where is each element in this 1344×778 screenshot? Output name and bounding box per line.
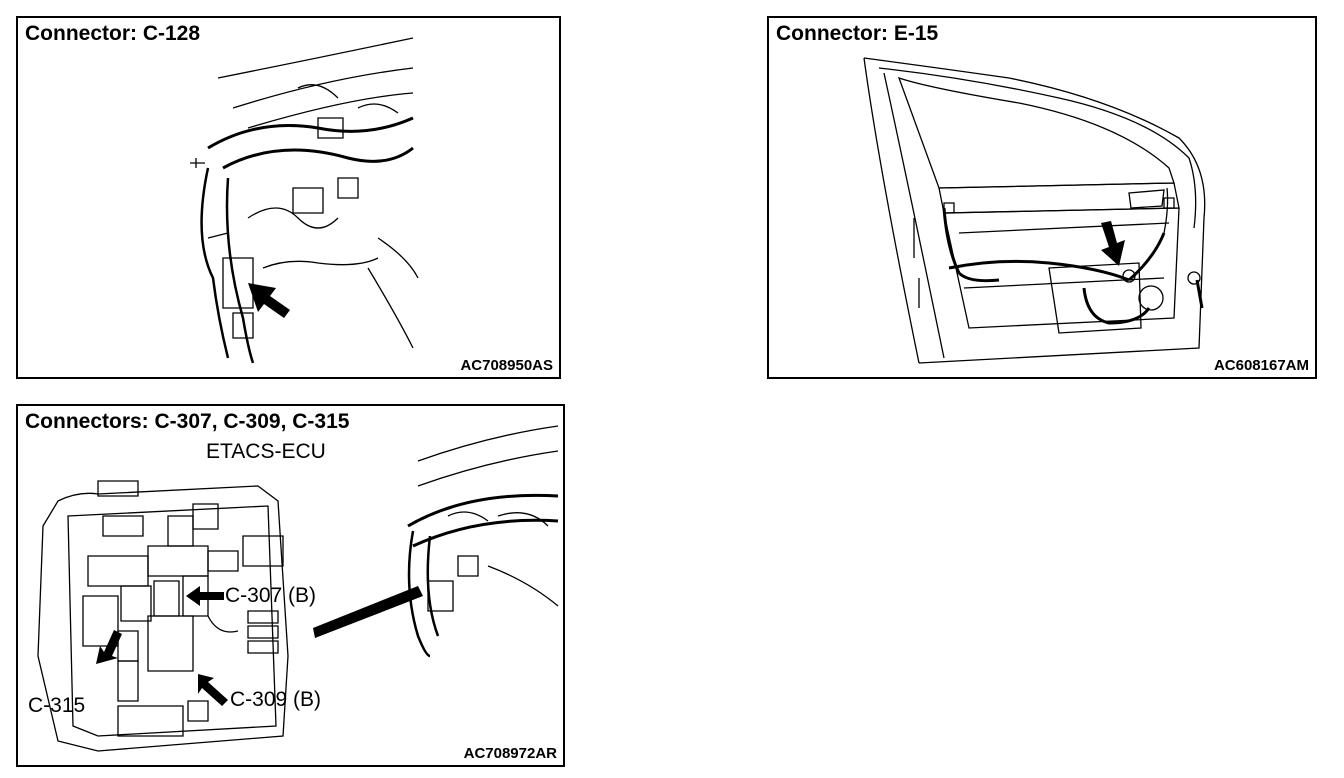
panel-subtitle: ETACS-ECU (206, 440, 326, 463)
label-c309: C-309 (B) (230, 688, 322, 711)
connector-c128-panel: Connector: C-128 AC708950AS (16, 16, 561, 379)
panel-title: Connector: C-128 (25, 22, 201, 45)
etacs-ecu-illustration (18, 406, 565, 767)
connector-e15-panel: Connector: E-15 (767, 16, 1317, 379)
figure-code: AC708950AS (460, 357, 553, 374)
figure-code: AC608167AM (1213, 357, 1309, 374)
figure-code: AC708972AR (463, 745, 557, 762)
panel-title: Connectors: C-307, C-309, C-315 (25, 410, 350, 433)
label-c315: C-315 (28, 694, 86, 717)
door-harness-illustration (769, 18, 1317, 379)
panel-title: Connector: E-15 (776, 22, 939, 45)
label-c307: C-307 (B) (225, 584, 317, 607)
connectors-c307-c309-c315-panel: Connectors: C-307, C-309, C-315 ETACS-EC… (16, 404, 565, 767)
dashboard-harness-illustration (18, 18, 561, 379)
